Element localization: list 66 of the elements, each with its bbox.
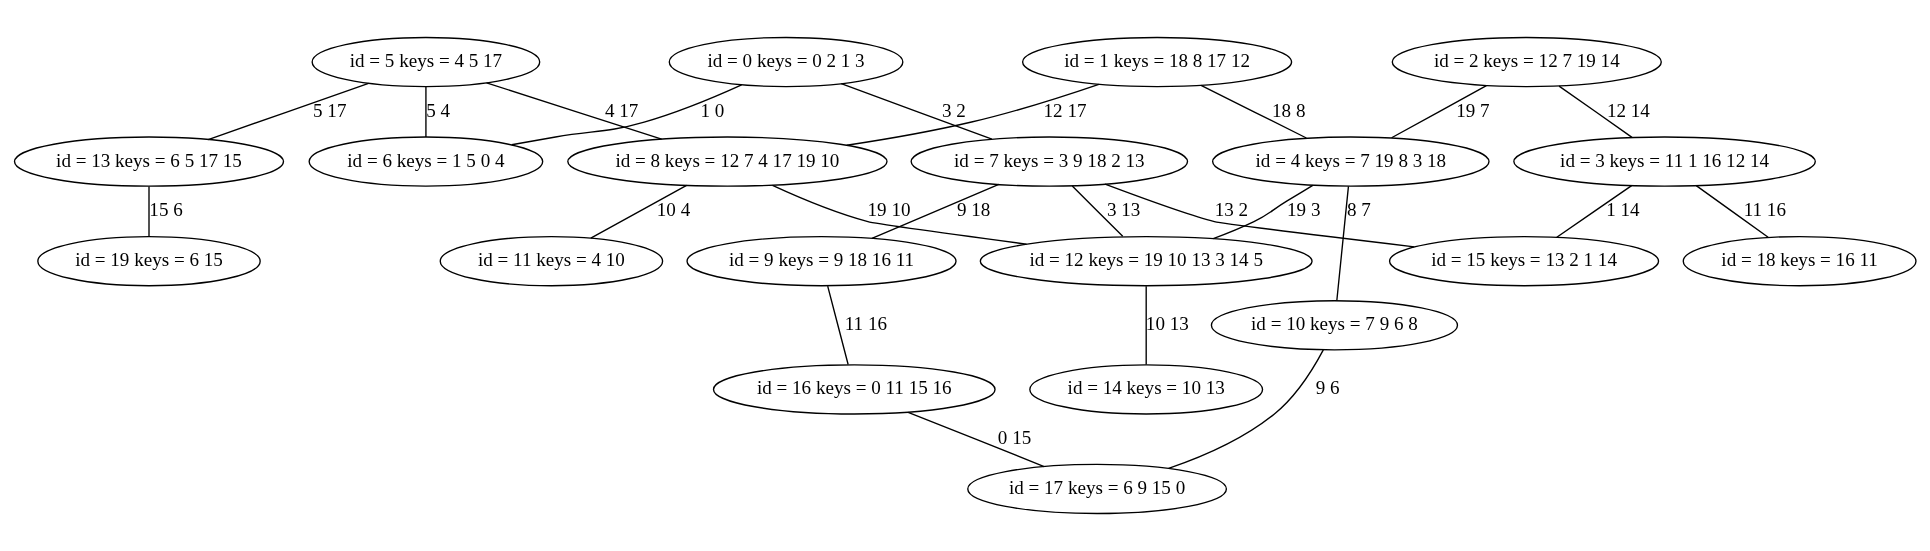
node-ellipse: id = 3 keys = 11 1 16 12 14 xyxy=(1513,136,1816,187)
edge-label: 11 16 xyxy=(1743,199,1786,221)
node-ellipse: id = 10 keys = 7 9 6 8 xyxy=(1210,300,1459,351)
connector xyxy=(907,411,1045,468)
connector xyxy=(1336,185,1350,302)
node-ellipse: id = 6 keys = 1 5 0 4 xyxy=(308,136,544,187)
edge-label: 19 3 xyxy=(1287,199,1321,221)
edge-label: 12 14 xyxy=(1606,99,1650,121)
node-ellipse: id = 2 keys = 12 7 19 14 xyxy=(1391,36,1662,88)
edge-label: 5 4 xyxy=(426,99,451,121)
node-ellipse: id = 14 keys = 10 13 xyxy=(1029,364,1264,415)
edge-label: 13 2 xyxy=(1214,199,1249,221)
node-ellipse: id = 8 keys = 12 7 4 17 19 10 xyxy=(567,136,888,187)
connector xyxy=(590,184,688,239)
node-ellipse: id = 0 keys = 0 2 1 3 xyxy=(668,36,904,88)
connector xyxy=(840,83,993,140)
connector xyxy=(1200,84,1308,139)
connector xyxy=(1558,85,1633,138)
connector xyxy=(1695,185,1769,238)
node-ellipse: id = 13 keys = 6 5 17 15 xyxy=(13,136,285,187)
edge-label: 19 10 xyxy=(867,199,911,221)
node-ellipse: id = 12 keys = 19 10 13 3 14 5 xyxy=(979,235,1313,287)
node-ellipse: id = 9 keys = 9 18 16 11 xyxy=(686,235,957,287)
connector xyxy=(207,82,370,141)
node-ellipse: id = 15 keys = 13 2 1 14 xyxy=(1388,235,1660,287)
connector xyxy=(1390,84,1488,139)
node-ellipse: id = 17 keys = 6 9 15 0 xyxy=(967,463,1228,515)
connector xyxy=(1556,185,1633,238)
node-ellipse: id = 5 keys = 4 5 17 xyxy=(311,36,541,88)
edge-label: 9 6 xyxy=(1315,377,1340,399)
edge-label: 9 18 xyxy=(956,199,991,221)
connector xyxy=(485,82,663,140)
node-ellipse: id = 1 keys = 18 8 17 12 xyxy=(1021,36,1293,88)
connector xyxy=(1071,185,1124,238)
edge-label: 5 17 xyxy=(313,99,347,121)
connector xyxy=(1167,349,1324,470)
edge-label: 11 16 xyxy=(844,313,887,335)
node-ellipse: id = 18 keys = 16 11 xyxy=(1682,235,1917,287)
node-ellipse: id = 16 keys = 0 11 15 16 xyxy=(712,364,996,415)
connector xyxy=(871,183,1000,240)
edge-label: 3 13 xyxy=(1106,199,1141,221)
connector xyxy=(827,285,849,366)
connector xyxy=(510,84,743,146)
connector xyxy=(1145,285,1147,366)
node-ellipse: id = 7 keys = 3 9 18 2 13 xyxy=(910,136,1189,187)
connector xyxy=(846,83,1100,146)
connector xyxy=(425,86,427,138)
edge-label: 15 6 xyxy=(149,199,183,221)
edge-label: 8 7 xyxy=(1347,199,1371,221)
edge-label: 1 0 xyxy=(700,99,725,121)
edge-label: 10 13 xyxy=(1145,313,1189,335)
edge-label: 12 17 xyxy=(1043,99,1087,121)
edge-label: 10 4 xyxy=(656,199,691,221)
node-ellipse: id = 4 keys = 7 19 8 3 18 xyxy=(1211,136,1490,187)
connector xyxy=(1104,183,1415,248)
edge-label: 4 17 xyxy=(604,99,639,121)
edge-label: 3 2 xyxy=(941,99,966,121)
connector xyxy=(771,184,1028,245)
node-ellipse: id = 11 keys = 4 10 xyxy=(439,235,664,287)
edge-label: 19 7 xyxy=(1456,99,1490,121)
edge-label: 18 8 xyxy=(1272,99,1306,121)
edge-label: 0 15 xyxy=(997,427,1032,449)
edge-label: 1 14 xyxy=(1606,199,1640,221)
connector xyxy=(1212,184,1314,240)
node-ellipse: id = 19 keys = 6 15 xyxy=(37,235,261,287)
connector xyxy=(148,185,150,238)
